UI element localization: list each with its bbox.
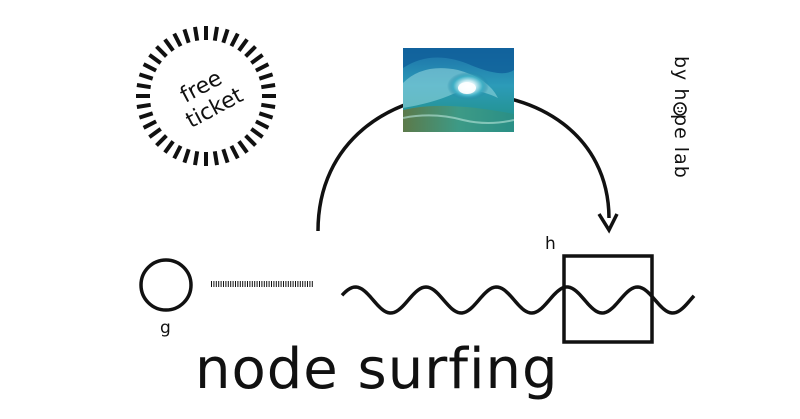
stamp-ray <box>229 32 240 48</box>
page-title: node surfing <box>195 337 559 402</box>
stamp-ray <box>237 140 249 154</box>
stamp-ray <box>254 119 270 130</box>
byline-vertical: by hope lab <box>670 56 692 179</box>
stamp-ray <box>163 38 175 52</box>
stamp-ray <box>244 134 257 147</box>
stamp-ray <box>148 127 162 139</box>
stamp-ray <box>250 127 264 139</box>
stamp-ray <box>142 119 158 130</box>
stamp-ray <box>193 150 200 166</box>
stamp-ray <box>237 38 249 52</box>
stamp-ray <box>182 28 191 44</box>
stamp-ray <box>193 26 200 42</box>
stamp-ray <box>172 144 183 160</box>
stamp-text: free ticket <box>146 66 266 134</box>
node-g-label: g <box>160 318 171 338</box>
stamp-ray <box>258 111 274 120</box>
node-h-label: h <box>545 234 556 254</box>
stamp-ray <box>142 62 158 73</box>
stamp-ray <box>260 102 276 109</box>
stamp-ray <box>260 83 276 90</box>
stamp-ray <box>221 28 230 44</box>
stamp-ray <box>182 148 191 164</box>
wave-photo <box>403 48 514 132</box>
stamp-ray <box>163 140 175 154</box>
bunny-face-icon <box>673 101 687 116</box>
stamp-ray <box>254 62 270 73</box>
stamp-ray <box>136 102 152 109</box>
stamp-ray <box>258 72 274 81</box>
stamp-ray <box>172 32 183 48</box>
ticket-stamp-ring <box>136 26 276 166</box>
stamp-ray <box>138 72 154 81</box>
stamp-ray <box>155 134 168 147</box>
stamp-ray <box>212 150 219 166</box>
stamp-ray <box>138 111 154 120</box>
arc-arrowhead <box>597 213 619 234</box>
sine-wave <box>340 285 696 315</box>
wave-photo-graphic <box>403 48 514 132</box>
stamp-ray <box>136 83 152 90</box>
stamp-ray <box>221 148 230 164</box>
stamp-ray <box>155 45 168 58</box>
stamp-ray <box>148 53 162 65</box>
stamp-ray <box>212 26 219 42</box>
stamp-ray <box>244 45 257 58</box>
stamp-ray <box>229 144 240 160</box>
stamp-ray <box>250 53 264 65</box>
node-h-square <box>562 254 654 344</box>
node-g-circle <box>139 258 193 312</box>
